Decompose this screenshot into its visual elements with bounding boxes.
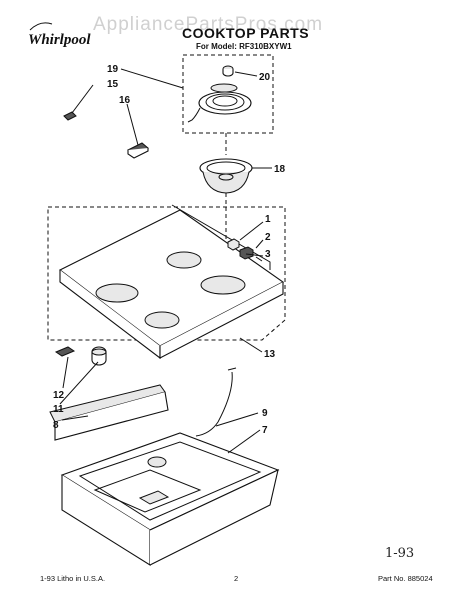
element-support — [210, 83, 238, 93]
callout-19: 19 — [107, 64, 119, 75]
callout-8: 8 — [53, 420, 59, 431]
small-parts-11-12 — [54, 346, 107, 366]
leader-11 — [59, 361, 99, 405]
wire-harness-part — [195, 371, 233, 437]
model-number-label: For Model: RF310BXYW1 — [196, 42, 292, 51]
cap-body — [222, 69, 234, 77]
surface-element — [187, 83, 252, 123]
cooktop-main-top — [58, 204, 285, 360]
receptacle-clip — [63, 111, 77, 121]
tray-plate — [138, 490, 170, 505]
whirlpool-logo: Whirlpool — [28, 22, 91, 48]
bracket-part — [239, 246, 254, 260]
element-cap-part — [222, 65, 234, 77]
watermark-text: AppliancePartsPros.com — [93, 14, 323, 35]
mounting-hardware — [227, 238, 263, 262]
leader-8 — [61, 415, 89, 421]
callout-20: 20 — [259, 72, 271, 83]
footer-litho: 1-93 Litho in U.S.A. — [40, 574, 105, 583]
callout-12: 12 — [53, 390, 65, 401]
drip-bowl-center — [218, 173, 234, 181]
cooktop-side-edge — [159, 282, 284, 359]
callout-7: 7 — [262, 425, 268, 436]
drip-bowl-part — [199, 158, 253, 194]
drip-bowl-body — [202, 171, 250, 194]
cooktop-rear-flange — [171, 204, 271, 270]
leader-12 — [62, 356, 69, 389]
footer-part-number: Part No. 885024 — [378, 574, 433, 583]
callout-18: 18 — [274, 164, 286, 175]
receptacle-block-side — [127, 148, 149, 159]
element-group-outline — [182, 54, 274, 134]
leader-2 — [255, 239, 264, 249]
burner-opening-front-left — [95, 283, 139, 303]
footer-page-number: 2 — [234, 574, 238, 583]
tray-hole — [147, 456, 167, 468]
leader-1 — [239, 221, 264, 241]
burner-opening-rear-left — [166, 251, 202, 269]
callout-3: 3 — [265, 249, 271, 260]
leader-9 — [215, 412, 259, 427]
element-coil-mid — [205, 93, 245, 111]
screw-part — [255, 256, 263, 262]
burner-opening-front-right — [144, 311, 180, 329]
leader-16 — [126, 103, 139, 146]
receptacle-part — [63, 111, 149, 159]
rear-trim-part — [49, 384, 169, 441]
callout-9: 9 — [262, 408, 268, 419]
callout-16: 16 — [119, 95, 131, 106]
spacer-top — [91, 348, 107, 356]
leader-20 — [234, 71, 258, 77]
callout-13: 13 — [264, 349, 276, 360]
leader-7 — [227, 429, 261, 454]
callout-2: 2 — [265, 232, 271, 243]
clip-part — [54, 346, 76, 357]
page-title: COOKTOP PARTS — [182, 25, 309, 41]
callout-11: 11 — [53, 404, 64, 415]
nut-part — [227, 238, 240, 251]
logo-swoosh — [29, 22, 53, 31]
leader-13 — [239, 337, 263, 353]
burner-box-part — [60, 432, 280, 566]
brand-logo-text: Whirlpool — [28, 32, 91, 48]
leader-19 — [120, 68, 184, 89]
element-terminal — [187, 107, 201, 123]
tray-inner-rim — [78, 441, 262, 521]
tray-side-wall — [149, 469, 279, 566]
leader-15 — [71, 84, 94, 114]
handwritten-date: 1-93 — [385, 546, 414, 561]
callout-1: 1 — [265, 214, 271, 225]
callout-15: 15 — [107, 79, 119, 90]
trim-face — [54, 391, 169, 441]
tray-recess — [93, 469, 202, 513]
cooktop-group-outline — [47, 206, 286, 341]
element-coil-inner — [212, 95, 238, 107]
element-coil-outer — [198, 91, 252, 115]
burner-opening-rear-right — [200, 275, 246, 295]
wire-end — [227, 367, 237, 371]
leader-3 — [245, 253, 264, 257]
